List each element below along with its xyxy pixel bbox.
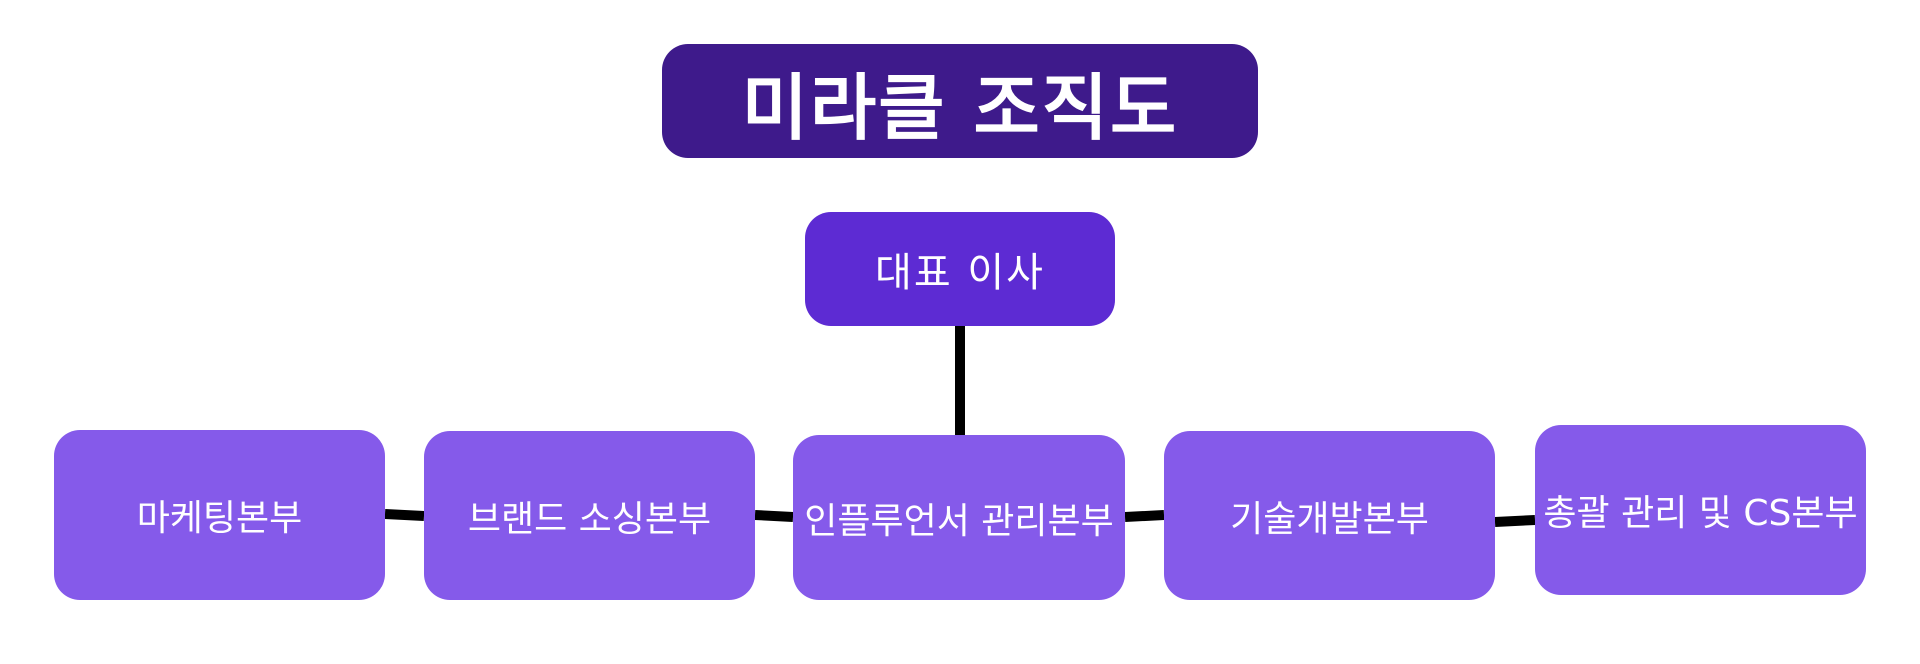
- department-node-marketing: 마케팅본부: [54, 430, 385, 600]
- connector-brand-to-influencer: [754, 510, 794, 522]
- connector-influencer-to-tech: [1124, 510, 1165, 522]
- department-node-influencer: 인플루언서 관리본부: [793, 435, 1125, 600]
- department-label: 마케팅본부: [136, 498, 303, 539]
- title-box: 미라클 조직도: [662, 44, 1258, 158]
- department-label: 인플루언서 관리본부: [804, 500, 1114, 542]
- department-node-tech-dev: 기술개발본부: [1164, 431, 1495, 600]
- connector-tech-to-admin: [1494, 515, 1536, 527]
- connector-marketing-to-brand: [384, 509, 425, 521]
- chart-title: 미라클 조직도: [741, 65, 1179, 150]
- department-node-admin-cs: 총괄 관리 및 CS본부: [1535, 425, 1866, 595]
- department-label: 총괄 관리 및 CS본부: [1543, 493, 1858, 534]
- department-label: 브랜드 소싱본부: [467, 498, 712, 540]
- department-node-brand-sourcing: 브랜드 소싱본부: [424, 431, 755, 600]
- ceo-node: 대표 이사: [805, 212, 1115, 326]
- department-label: 기술개발본부: [1230, 498, 1429, 540]
- ceo-label: 대표 이사: [875, 250, 1045, 296]
